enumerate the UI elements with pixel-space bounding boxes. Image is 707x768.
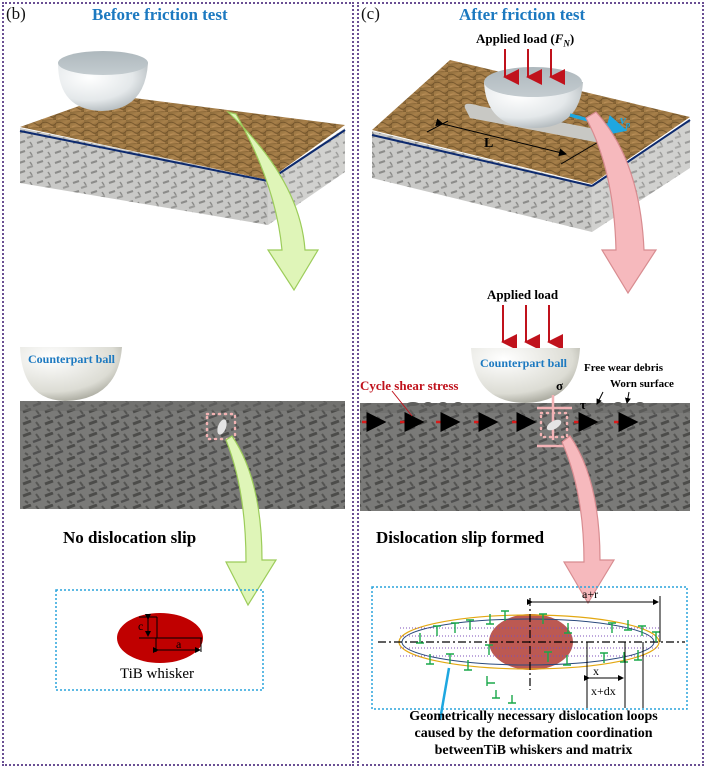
panel-c-label: (c) — [361, 4, 380, 23]
tib-whisker-particle — [217, 419, 227, 435]
applied-load-arrows-top — [503, 49, 565, 85]
tib-whisker-caption: TiB whisker — [120, 666, 195, 682]
worn-surface-pointer — [624, 391, 631, 404]
tau-label: τ — [580, 397, 586, 412]
shear-stress-pointer — [391, 390, 413, 417]
matrix-section — [20, 401, 345, 509]
whisker-dimension-lines — [139, 614, 202, 653]
dim-a-r-label: a+r — [582, 587, 599, 601]
transition-arrow-green-2 — [225, 435, 278, 607]
highlight-box — [205, 412, 237, 441]
dim-a-label: a — [176, 637, 182, 651]
sigma-label: σ — [556, 378, 564, 393]
dim-x-dx-label: x+dx — [591, 684, 616, 698]
wear-debris — [407, 402, 644, 406]
dislocation-symbols — [416, 610, 660, 704]
panel-b-label: (b) — [6, 4, 26, 23]
worn-surface-label: Worn surface — [610, 378, 674, 390]
velocity-label: vp — [620, 112, 631, 130]
transition-arrow-pink-2 — [561, 435, 616, 605]
cycle-shear-stress-label: Cycle shear stress — [360, 378, 459, 393]
inset-box-after — [371, 586, 688, 710]
panel-after-friction — [357, 2, 704, 766]
caption-slip-formed: Dislocation slip formed — [376, 528, 545, 547]
caption-no-slip: No dislocation slip — [63, 528, 197, 547]
transition-arrow-pink-1 — [585, 111, 658, 295]
length-dimension — [426, 118, 601, 165]
gnd-loop-caption: Geometrically necessary dislocation loop… — [360, 708, 707, 759]
inset-box-before — [55, 589, 264, 691]
specimen-front-face — [20, 128, 268, 225]
panel-c-title: After friction test — [459, 5, 586, 24]
panel-before-friction — [2, 2, 354, 766]
cross-section-before — [20, 347, 345, 509]
inset-dimension-lines — [527, 596, 661, 708]
panel-b-title: Before friction test — [92, 5, 228, 24]
applied-load-arrows-mid — [501, 305, 563, 350]
counterpart-ball-3d-before — [58, 51, 148, 111]
applied-load-label-mid: Applied load — [487, 287, 559, 302]
dim-c-label: c — [138, 619, 144, 633]
debris-pointer — [596, 391, 604, 405]
gnd-caption-line-3: betweenTiB whiskers and matrix — [434, 743, 633, 758]
counterpart-ball-label-after: Counterpart ball — [480, 356, 567, 370]
free-wear-debris-label: Free wear debris — [584, 362, 664, 374]
gnd-caption-line-2: caused by the deformation coordination — [414, 726, 653, 741]
tib-whisker-ellipse-after — [489, 614, 573, 670]
cross-section-after — [360, 305, 690, 511]
length-label: L — [484, 136, 494, 151]
loop-pointer-arrow — [438, 667, 451, 721]
gnd-caption-line-1: Geometrically necessary dislocation loop… — [409, 709, 658, 724]
applied-load-label-top: Applied load (FN) — [476, 31, 575, 49]
specimen-block-before — [19, 95, 346, 225]
counterpart-ball-label-before: Counterpart ball — [28, 352, 115, 366]
dim-x-label: x — [593, 664, 599, 678]
transition-arrow-green-1 — [225, 110, 320, 292]
counterpart-ball-section — [20, 347, 122, 401]
